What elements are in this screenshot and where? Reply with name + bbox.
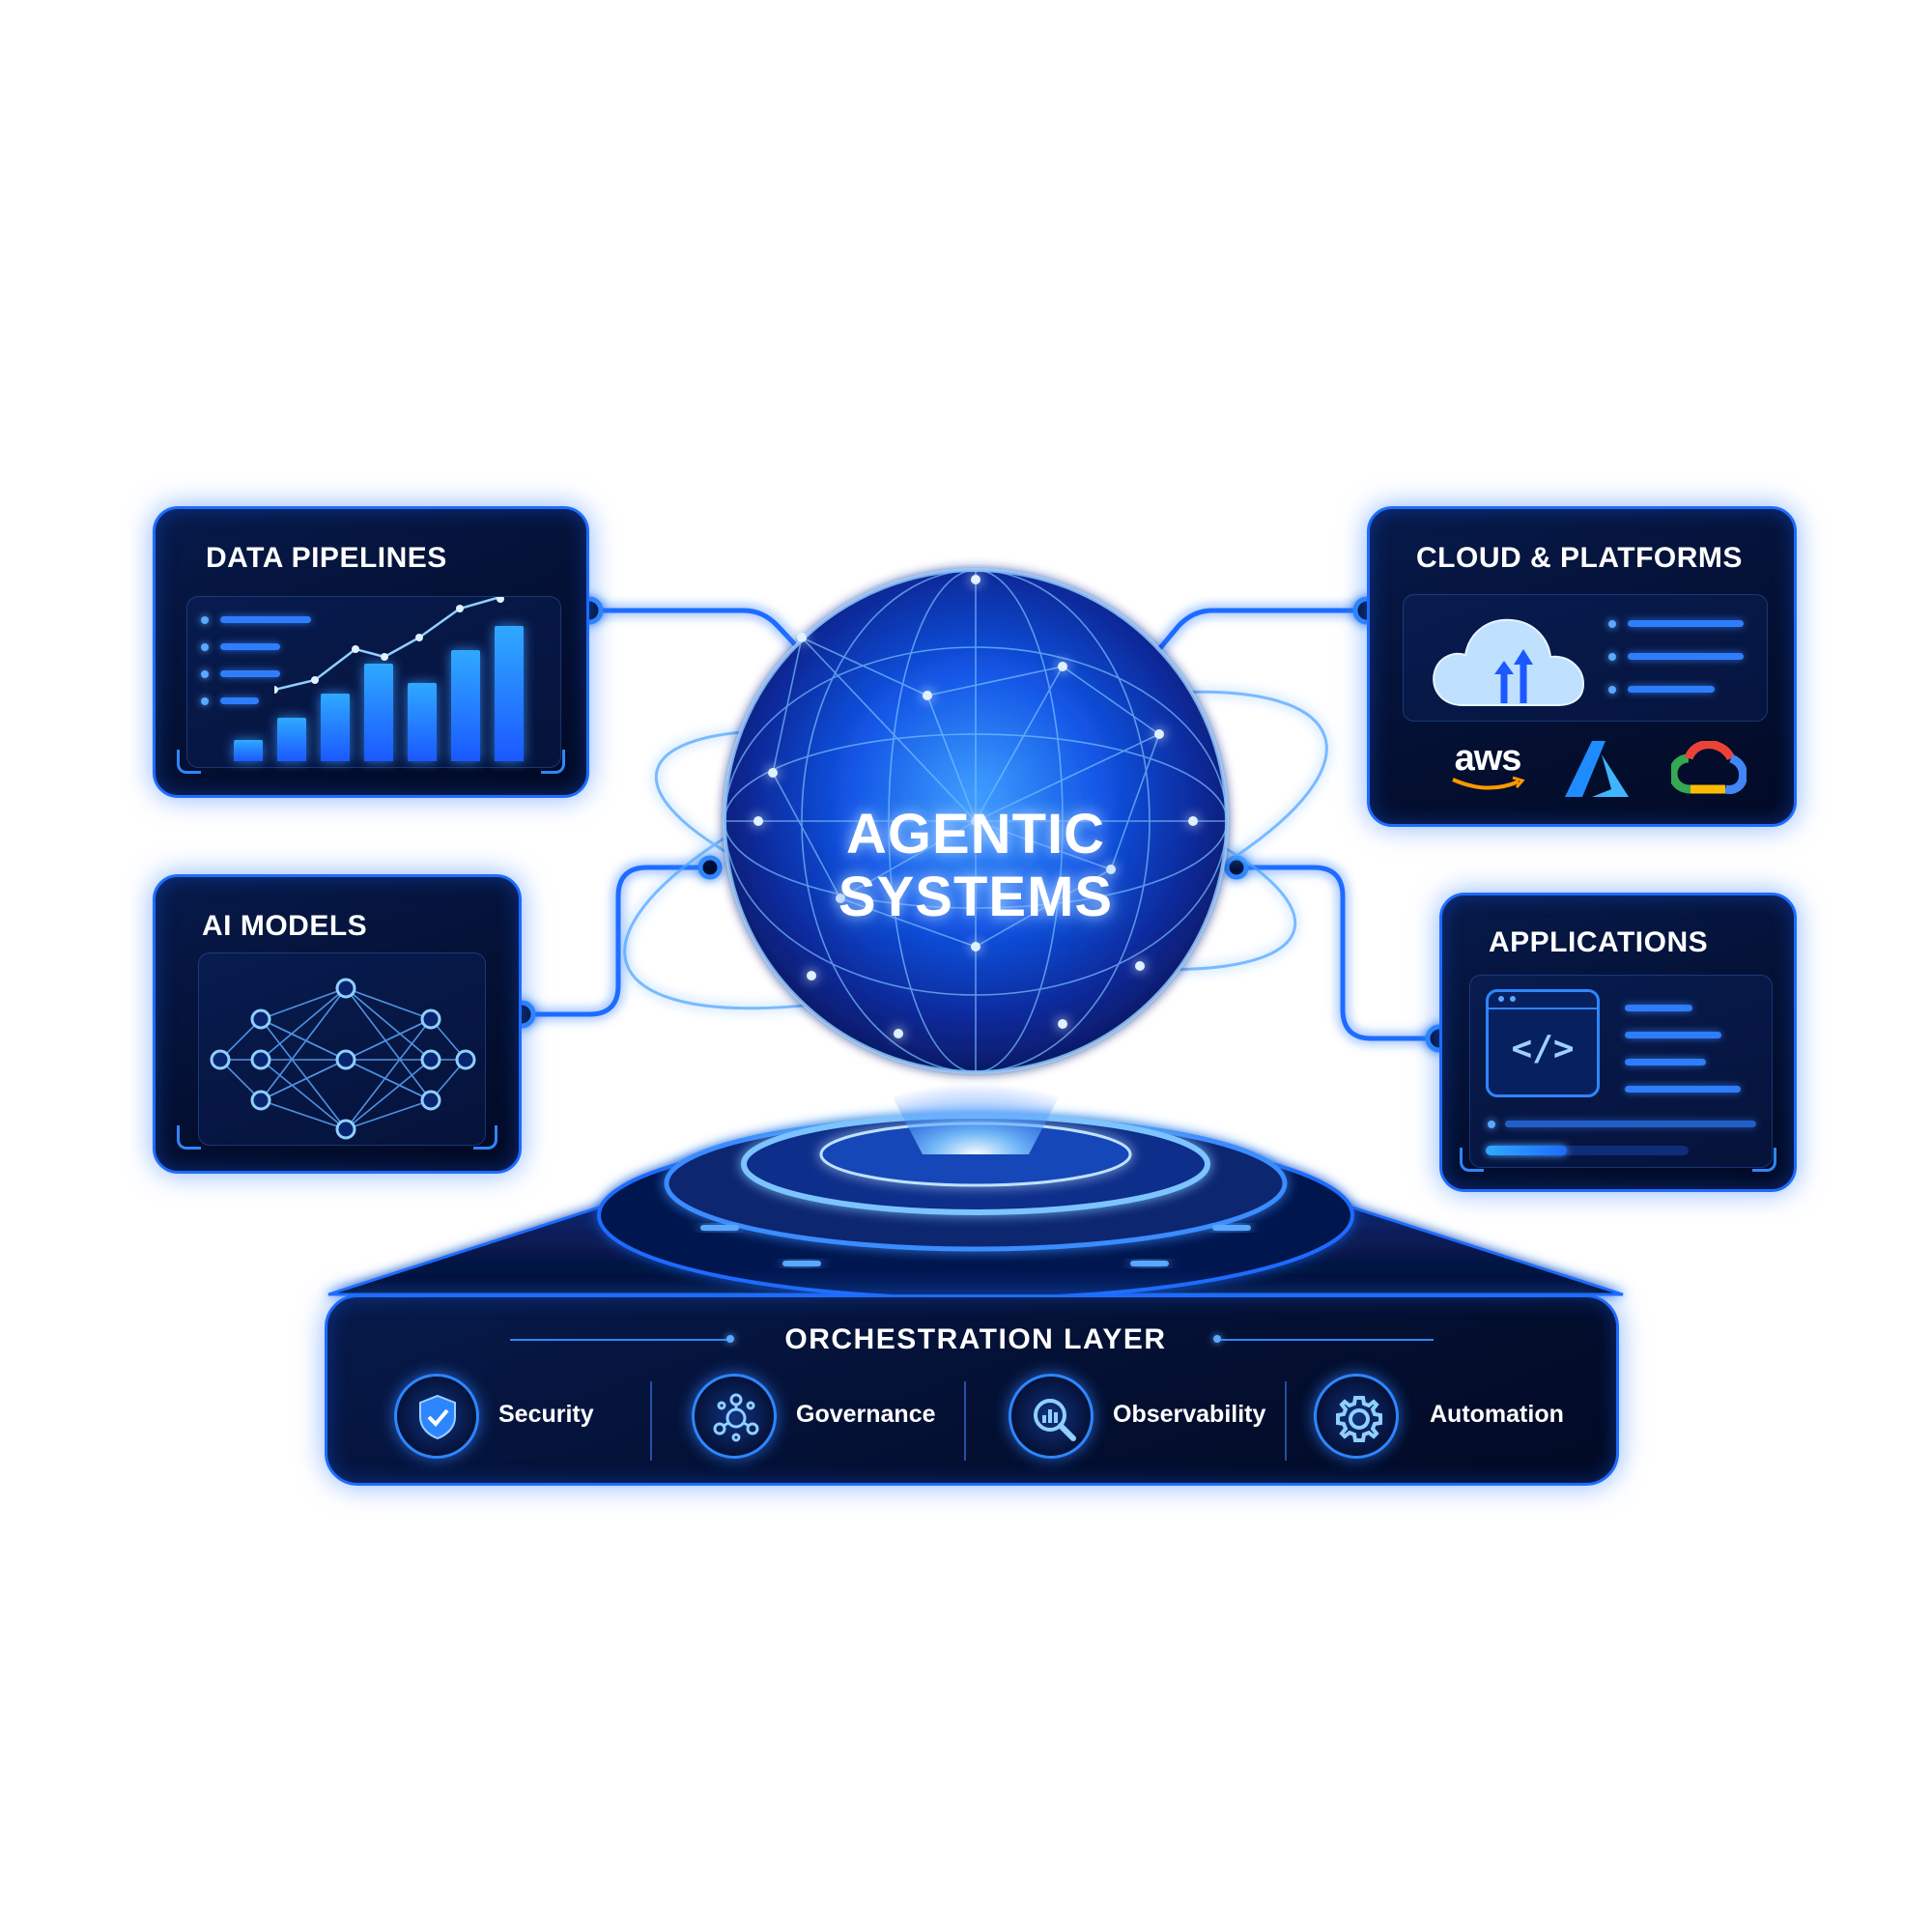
list-bullet — [1608, 620, 1616, 628]
orch-label: Observability — [1113, 1401, 1266, 1428]
corner-accent — [541, 750, 565, 774]
orch-label: Governance — [796, 1401, 936, 1428]
list-line — [220, 697, 259, 704]
wire-applications — [1236, 865, 1439, 1041]
window-dot — [1498, 996, 1504, 1002]
corner-accent — [177, 1125, 201, 1150]
orch-item-security: Security — [394, 1374, 626, 1466]
code-window: </> — [1486, 989, 1600, 1097]
panel-title: CLOUD & PLATFORMS — [1416, 542, 1743, 574]
aws-logo: aws — [1439, 739, 1536, 797]
list-line — [1625, 1032, 1721, 1038]
trend-line — [274, 597, 504, 694]
chart-bar — [408, 683, 437, 761]
aws-smile-icon — [1452, 776, 1525, 790]
network-hub-icon — [692, 1374, 777, 1459]
orch-item-observability: Observability — [1009, 1374, 1289, 1466]
panel-applications: APPLICATIONS </> — [1439, 893, 1797, 1192]
orch-item-automation: Automation — [1314, 1374, 1575, 1466]
list-line — [1628, 653, 1744, 660]
chart-bar — [234, 740, 263, 761]
list-bullet — [1608, 686, 1616, 694]
window-bar — [1489, 1008, 1597, 1009]
hub-title-line2: SYSTEMS — [838, 866, 1114, 928]
shield-check-icon — [394, 1374, 479, 1459]
panel-ai-models: AI MODELS — [153, 874, 522, 1174]
chart-bar — [364, 664, 393, 761]
title-rule-dot — [726, 1335, 734, 1343]
list-line — [220, 616, 311, 623]
list-bullet — [201, 616, 209, 624]
panel-title: DATA PIPELINES — [206, 542, 447, 574]
window-dot — [1510, 996, 1516, 1002]
list-bullet — [1488, 1121, 1495, 1128]
list-line — [1628, 620, 1744, 627]
progress-fill — [1486, 1146, 1567, 1155]
orch-item-governance: Governance — [692, 1374, 943, 1466]
bar-chart — [234, 626, 543, 761]
corner-accent — [177, 750, 201, 774]
orch-divider — [650, 1381, 652, 1461]
panel-title: AI MODELS — [202, 910, 368, 942]
orch-label: Security — [498, 1401, 594, 1428]
list-line — [1625, 1059, 1706, 1065]
corner-accent — [473, 1125, 497, 1150]
title-rule-left — [510, 1339, 732, 1341]
title-rule-right — [1219, 1339, 1434, 1341]
panel-title: APPLICATIONS — [1489, 926, 1709, 958]
chart-bar — [495, 626, 524, 761]
list-line — [1505, 1121, 1756, 1127]
orch-divider — [1285, 1381, 1287, 1461]
list-line — [220, 643, 280, 650]
list-bullet — [201, 697, 209, 705]
chart-bar — [451, 650, 480, 761]
orchestration-title: ORCHESTRATION LAYER — [784, 1323, 1167, 1355]
list-line — [1625, 1005, 1692, 1011]
list-bullet — [201, 670, 209, 678]
google-cloud-logo-icon — [1671, 741, 1747, 794]
orch-divider — [964, 1381, 966, 1461]
magnifier-chart-icon — [1009, 1374, 1094, 1459]
panel-cloud-platforms: CLOUD & PLATFORMS aws — [1367, 506, 1797, 827]
neural-network-icon — [210, 978, 476, 1140]
code-icon: </> — [1511, 1029, 1575, 1068]
aws-wordmark: aws — [1454, 738, 1522, 779]
corner-accent — [1460, 1148, 1484, 1172]
azure-logo-icon — [1565, 741, 1629, 797]
wire-cloud — [1152, 608, 1367, 657]
chart-area — [186, 596, 561, 768]
list-line — [1625, 1086, 1741, 1093]
wire-ai-models — [522, 865, 710, 1017]
orch-label: Automation — [1430, 1401, 1564, 1428]
list-line — [1628, 686, 1715, 693]
list-bullet — [1608, 653, 1616, 661]
gear-icon — [1314, 1374, 1399, 1459]
title-rule-dot — [1213, 1335, 1221, 1343]
network-area — [198, 952, 486, 1146]
cloud-upload-icon — [1433, 618, 1585, 706]
wire-data-pipelines — [589, 608, 809, 659]
chart-bar — [321, 694, 350, 761]
app-area: </> — [1469, 975, 1773, 1168]
panel-data-pipelines: DATA PIPELINES — [153, 506, 589, 798]
progress-track — [1486, 1146, 1689, 1155]
panel-orchestration-layer — [325, 1294, 1619, 1486]
list-line — [220, 670, 280, 677]
cloud-area — [1403, 594, 1768, 722]
list-bullet — [201, 643, 209, 651]
corner-accent — [1752, 1148, 1776, 1172]
hub-title-line1: AGENTIC — [846, 803, 1105, 866]
agentic-sphere — [723, 568, 1229, 1074]
light-beam — [869, 1053, 1082, 1154]
chart-bar — [277, 718, 306, 761]
